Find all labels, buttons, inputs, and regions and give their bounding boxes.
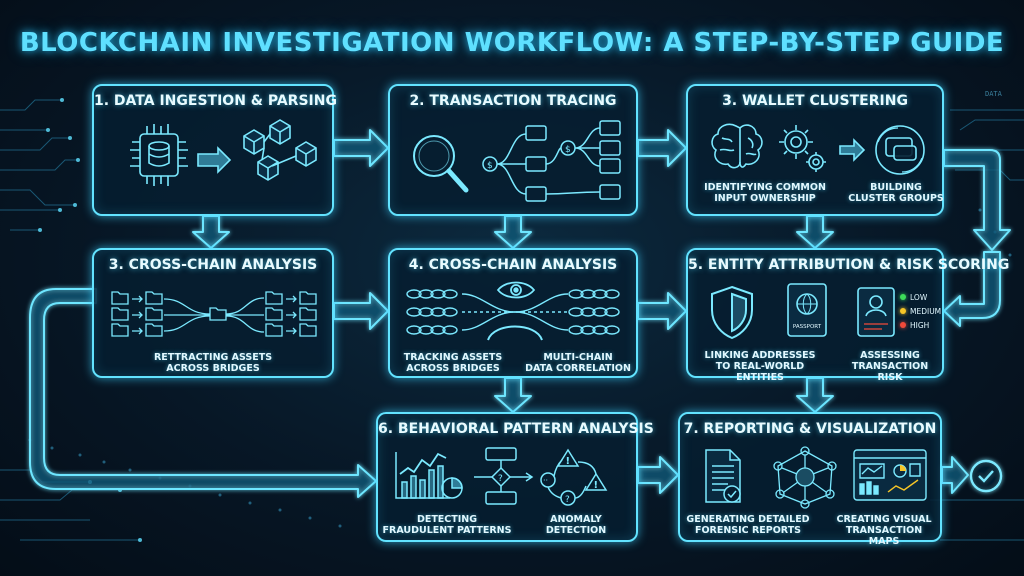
dashboard-icon <box>852 448 928 506</box>
svg-text:!: ! <box>594 480 599 491</box>
arrow-3-5 <box>796 215 834 249</box>
step-7-title: 7. REPORTING & VISUALIZATION <box>683 421 937 437</box>
check-circle-icon <box>968 458 1004 494</box>
step-4-title: 4. CROSS-CHAIN ANALYSIS <box>408 257 618 273</box>
step-4-card: 4. CROSS-CHAIN ANALYSIS TRACKING ASSETS … <box>388 248 638 378</box>
passport-icon: PASSPORT <box>784 282 830 340</box>
risk-medium-dot <box>900 308 906 314</box>
step-3-caption-2: BUILDING CLUSTER GROUPS <box>848 182 944 204</box>
step-6-title: 6. BEHAVIORAL PATTERN ANALYSIS <box>378 421 654 437</box>
warning-icon: ! ! ·· ? <box>538 446 628 508</box>
chain-link-icon <box>402 282 628 346</box>
wallet-flow-icon: $ $ <box>476 118 636 210</box>
step-3b-card: 3. CROSS-CHAIN ANALYSIS RETTRACTING ASSE… <box>92 248 334 378</box>
step-5-caption-2: ASSESSING TRANSACTION RISK <box>851 350 929 383</box>
arrow-3b-4 <box>333 292 389 330</box>
svg-text:··: ·· <box>543 476 548 485</box>
step-2-title: 2. TRANSACTION TRACING <box>409 93 617 109</box>
eye-icon <box>496 278 536 302</box>
step-5-card: 5. ENTITY ATTRIBUTION & RISK SCORING PAS… <box>686 248 1010 383</box>
step-4-caption-2: MULTI-CHAIN DATA CORRELATION <box>525 352 631 374</box>
arrow-4-5 <box>637 292 687 330</box>
arrow-2-4 <box>494 215 532 249</box>
risk-high-label: HIGH <box>910 320 930 330</box>
chart-icon <box>392 448 468 506</box>
step-1-title: 1. DATA INGESTION & PARSING <box>94 93 337 109</box>
step-5-title: 5. ENTITY ATTRIBUTION & RISK SCORING <box>688 257 1010 273</box>
arrow-7-end <box>941 456 969 494</box>
step-7-caption-1: GENERATING DETAILED FORENSIC REPORTS <box>686 514 810 536</box>
magnifier-icon <box>408 130 472 196</box>
shield-icon <box>708 284 756 340</box>
step-3b-caption: RETTRACTING ASSETS ACROSS BRIDGES <box>153 352 273 374</box>
svg-text:?: ? <box>565 495 570 505</box>
step-1-card: 1. DATA INGESTION & PARSING <box>92 84 337 216</box>
arrow-4-6 <box>494 377 532 413</box>
risk-legend: LOW MEDIUM HIGH <box>900 290 941 332</box>
page-title: BLOCKCHAIN INVESTIGATION WORKFLOW: A STE… <box>19 28 1005 58</box>
passport-label: PASSPORT <box>793 324 822 330</box>
decision-flow-icon: ? <box>472 446 534 508</box>
step-6-card: 6. BEHAVIORAL PATTERN ANALYSIS ? ! ! ·· … <box>376 412 654 542</box>
risk-high: HIGH <box>900 318 941 332</box>
risk-medium-label: MEDIUM <box>910 306 942 316</box>
step-3-card: 3. WALLET CLUSTERING IDENTIFYING COMMON … <box>686 84 944 216</box>
svg-text:$: $ <box>487 161 493 171</box>
id-card-icon <box>856 286 896 338</box>
step-3-caption-1: IDENTIFYING COMMON INPUT OWNERSHIP <box>704 182 826 204</box>
step-3-title: 3. WALLET CLUSTERING <box>722 93 908 109</box>
risk-high-dot <box>900 322 906 328</box>
block-chain-icon <box>192 124 332 190</box>
risk-low-dot <box>900 294 906 300</box>
step-2-card: 2. TRANSACTION TRACING $ $ <box>388 84 638 216</box>
step-3b-title: 3. CROSS-CHAIN ANALYSIS <box>108 257 318 273</box>
arrow-3-loop-5 <box>943 149 1011 251</box>
report-icon <box>698 446 748 508</box>
step-7-caption-2: CREATING VISUAL TRANSACTION MAPS <box>836 514 932 547</box>
arrow-6-7 <box>637 456 679 494</box>
risk-low: LOW <box>900 290 941 304</box>
network-graph-icon <box>772 446 838 508</box>
step-7-card: 7. REPORTING & VISUALIZATION GENERATING … <box>678 412 942 547</box>
arrow-1-3b <box>192 215 230 249</box>
decor-text: DATA <box>985 90 1003 98</box>
svg-text:?: ? <box>498 474 503 484</box>
step-4-caption-1: TRACKING ASSETS ACROSS BRIDGES <box>403 352 503 374</box>
arrow-2-3 <box>637 129 687 167</box>
svg-text:$: $ <box>565 145 571 155</box>
arrow-5-7 <box>796 377 834 413</box>
step-5-caption-1: LINKING ADDRESSES TO REAL-WORLD ENTITIES <box>704 350 816 383</box>
step-6-caption-2: ANOMALY DETECTION <box>545 514 607 536</box>
folder-flow-icon <box>106 282 326 338</box>
risk-low-label: LOW <box>910 292 928 302</box>
arrow-1-2 <box>333 129 389 167</box>
risk-medium: MEDIUM <box>900 304 941 318</box>
gear-icon <box>772 120 832 176</box>
wallet-cluster-icon <box>838 122 934 178</box>
step-6-caption-1: DETECTING FRAUDULENT PATTERNS <box>382 514 512 536</box>
svg-text:!: ! <box>566 456 571 467</box>
chip-database-icon <box>128 120 190 192</box>
brain-icon <box>708 120 766 172</box>
